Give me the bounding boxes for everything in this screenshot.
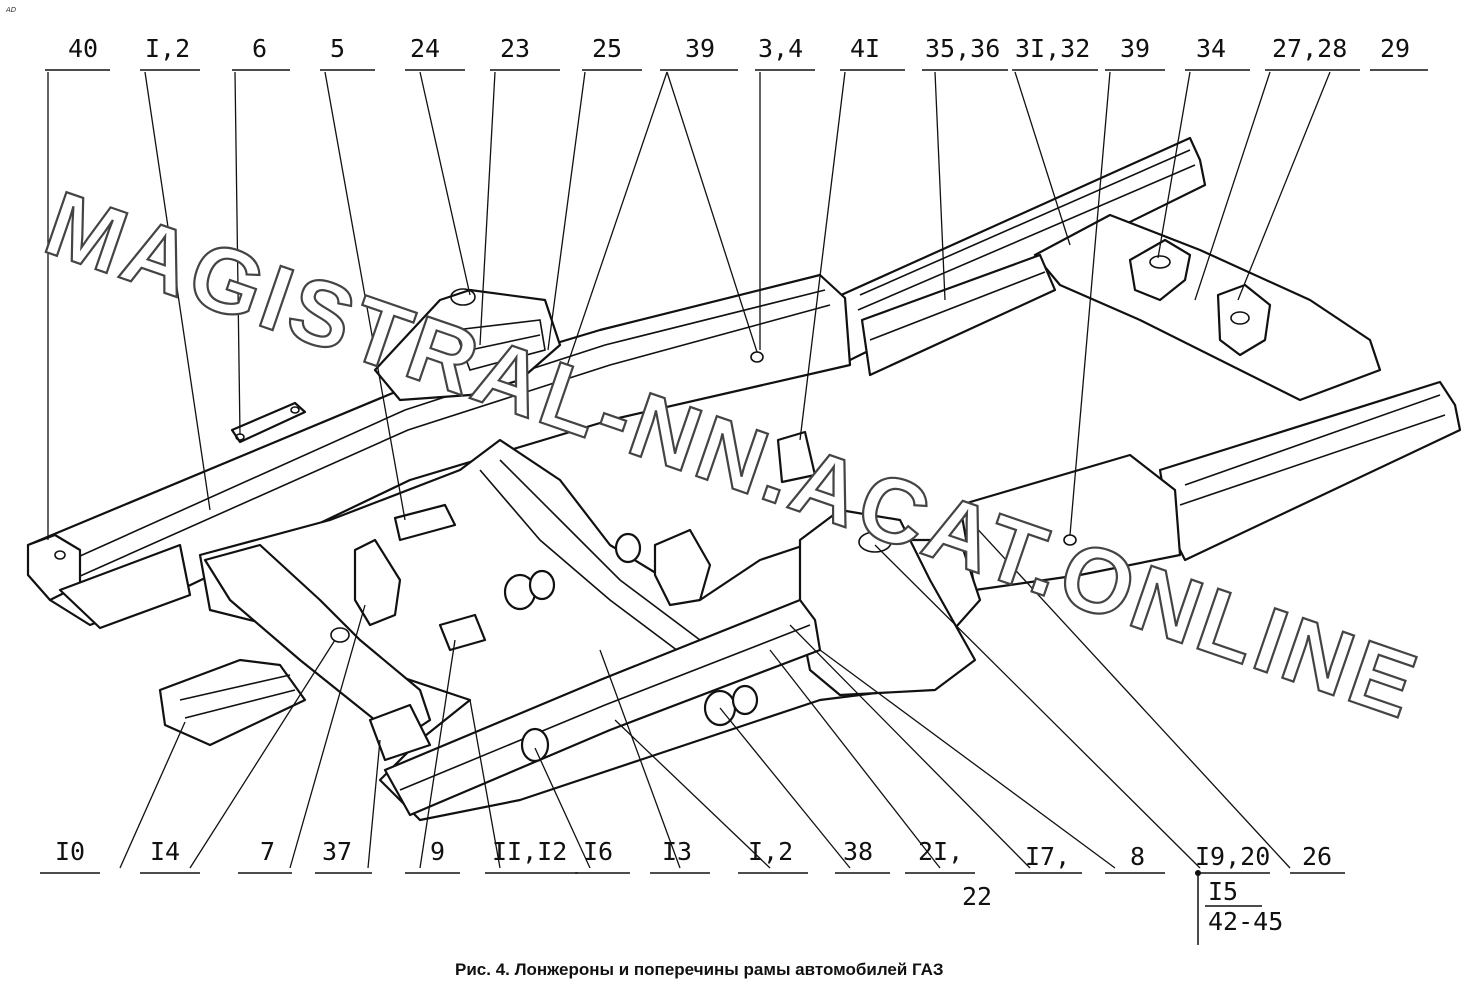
spring-bracket-24 <box>373 288 562 402</box>
junction-dot <box>1195 870 1201 876</box>
inner-rail-35-36 <box>860 253 1057 377</box>
callout-24: 24 <box>410 34 440 63</box>
callout-7: 7 <box>260 837 275 866</box>
callout-8: 8 <box>1130 842 1145 871</box>
rear-crossmember-bracket-34 <box>1128 238 1192 302</box>
callout-35-36: 35,36 <box>925 34 1000 63</box>
front-left-side-rail <box>26 273 852 627</box>
callout-1-2: I,2 <box>145 34 190 63</box>
corner-mark: AD <box>5 6 17 14</box>
callout-23: 23 <box>500 34 530 63</box>
callout-22: 22 <box>962 882 992 911</box>
callout-9: 9 <box>430 837 445 866</box>
pad-41 <box>776 430 817 484</box>
callout-39-b: 39 <box>1120 34 1150 63</box>
bracket-38-left <box>653 528 712 607</box>
front-rail-end <box>58 543 192 630</box>
skid-plate-10 <box>158 658 307 747</box>
callout-27-28: 27,28 <box>1272 34 1347 63</box>
callout-13: I3 <box>662 837 692 866</box>
callout-5: 5 <box>330 34 345 63</box>
callout-3-4: 3,4 <box>758 34 803 63</box>
callout-19-20: I9,20 <box>1195 842 1270 871</box>
chassis-frame-drawing <box>26 136 1462 822</box>
plate-6 <box>230 401 307 444</box>
bump-stop-front <box>503 532 642 611</box>
rear-crossmember <box>1033 213 1382 402</box>
rubber-pad-9 <box>438 613 487 652</box>
callout-16: I6 <box>583 837 613 866</box>
callout-25: 25 <box>592 34 622 63</box>
bottom-callouts: I0 I4 7 37 9 II,I2 I6 I3 I,2 38 2I, 22 I… <box>40 837 1345 945</box>
rear-crossmember-bracket-29 <box>1216 283 1272 357</box>
callout-17: I7, <box>1025 842 1070 871</box>
bracket-7 <box>353 538 402 627</box>
callout-31-32: 3I,32 <box>1015 34 1090 63</box>
callout-34: 34 <box>1196 34 1226 63</box>
callout-1-2-b: I,2 <box>748 837 793 866</box>
front-lower-bar <box>383 598 822 817</box>
callout-38: 38 <box>843 837 873 866</box>
top-callouts: 40 I,2 6 5 24 23 25 39 3,4 4I 35,36 3I,3… <box>45 34 1428 71</box>
rubber-pad-5 <box>393 503 457 542</box>
rear-left-side-rail <box>1158 380 1462 562</box>
callout-11-12: II,I2 <box>492 837 567 866</box>
callout-37: 37 <box>322 837 352 866</box>
callout-29: 29 <box>1380 34 1410 63</box>
callout-6: 6 <box>252 34 267 63</box>
callout-10: I0 <box>55 837 85 866</box>
callout-14: I4 <box>150 837 180 866</box>
callout-42-45: 42-45 <box>1208 907 1283 936</box>
bushing-16 <box>520 727 550 763</box>
leader-lines <box>47 71 1331 869</box>
callout-41: 4I <box>850 34 880 63</box>
figure-caption: Рис. 4. Лонжероны и поперечины рамы авто… <box>455 960 944 979</box>
callout-15: I5 <box>1208 877 1238 906</box>
callout-21: 2I, <box>918 837 963 866</box>
callout-26: 26 <box>1302 842 1332 871</box>
callout-39-a: 39 <box>685 34 715 63</box>
front-cross-tube <box>203 543 432 742</box>
callout-40: 40 <box>68 34 98 63</box>
